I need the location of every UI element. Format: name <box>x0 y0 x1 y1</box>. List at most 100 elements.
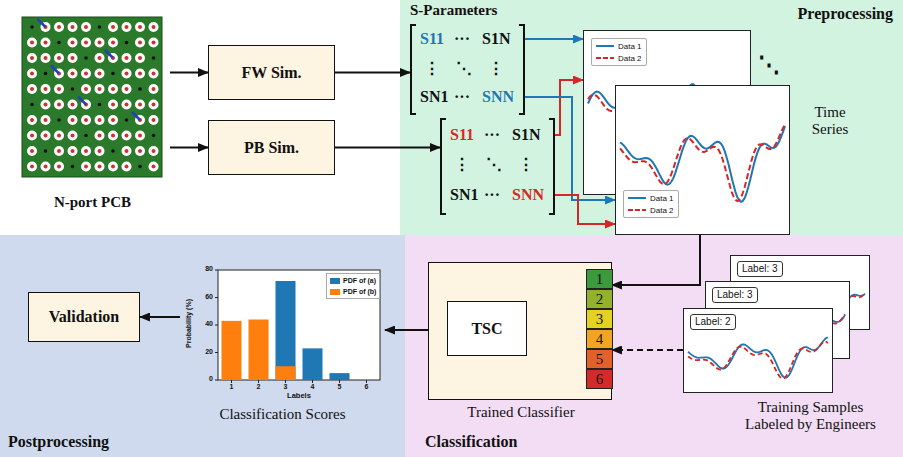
connector <box>612 349 683 351</box>
matrix-entry: ··· <box>484 126 500 144</box>
pad-center <box>152 103 156 107</box>
via-dot <box>84 134 88 138</box>
pad-center <box>98 72 102 76</box>
cell-label: 5 <box>596 350 604 368</box>
tick-label: 2 <box>252 383 266 390</box>
pad <box>68 131 78 141</box>
pad-center <box>152 118 156 122</box>
pad-center <box>30 87 34 91</box>
pad-center <box>152 165 156 169</box>
s-parameter-matrix: S11···S1N⋮⋱⋮SN1···SNN <box>440 118 555 215</box>
pad-center <box>138 149 142 153</box>
connector <box>140 316 180 318</box>
chart-caption: Classification Scores <box>170 406 395 423</box>
pad <box>108 38 118 48</box>
axis-title: Probability (%) <box>185 288 192 360</box>
pad-center <box>84 149 88 153</box>
port-marker <box>78 97 86 105</box>
legend-text: Data 2 <box>618 54 642 63</box>
pad <box>149 115 159 125</box>
matrix-entry: S1N <box>512 126 540 144</box>
pad-center <box>57 56 61 60</box>
chart-legend: PDF of (a)PDF of (b) <box>326 273 380 299</box>
matrix-entry: SNN <box>482 88 514 106</box>
legend-row: Data 2 <box>628 204 674 216</box>
pad-center <box>152 41 156 45</box>
bar <box>276 281 296 380</box>
pad-center <box>84 25 88 29</box>
pad <box>68 38 78 48</box>
via-dot <box>71 165 75 169</box>
pad <box>81 38 91 48</box>
class-label-cell: 1 <box>586 269 613 289</box>
tick-label: 40 <box>194 320 213 327</box>
pad <box>135 146 145 156</box>
pad-center <box>152 87 156 91</box>
annotation: Time Series <box>800 104 860 138</box>
via-dot <box>57 118 61 122</box>
pad <box>68 22 78 32</box>
pad-center <box>30 41 34 45</box>
pad <box>27 84 37 94</box>
pad-center <box>44 118 48 122</box>
pad-center <box>125 149 129 153</box>
pad <box>149 84 159 94</box>
pad <box>135 131 145 141</box>
pad-center <box>98 134 102 138</box>
cell-label: 6 <box>596 370 604 388</box>
pad-center <box>44 87 48 91</box>
matrix-bracket <box>519 24 525 115</box>
waveform <box>688 342 828 379</box>
pad <box>68 100 78 110</box>
legend-line <box>628 197 646 199</box>
bar <box>249 320 269 381</box>
tick-label: 1 <box>225 383 239 390</box>
via-dot <box>152 56 156 60</box>
pad-center <box>30 134 34 138</box>
pad <box>108 131 118 141</box>
pad-center <box>98 149 102 153</box>
pad-center <box>71 118 75 122</box>
process-box: PB Sim. <box>208 120 335 175</box>
matrix-entry: ⋮ <box>454 155 470 174</box>
connector <box>170 147 208 149</box>
legend-row: Data 2 <box>596 52 642 64</box>
pad <box>95 146 105 156</box>
connector <box>335 72 410 74</box>
pad-center <box>57 149 61 153</box>
tick-label: 6 <box>360 383 374 390</box>
tick <box>285 380 286 383</box>
connector <box>527 299 586 329</box>
pad-center <box>57 25 61 29</box>
pad <box>54 53 64 63</box>
box-label: PB Sim. <box>244 139 299 157</box>
connector <box>170 72 208 74</box>
process-box: Validation <box>28 292 140 342</box>
legend-text: Data 1 <box>650 194 674 203</box>
pad <box>122 131 132 141</box>
s-parameter-matrix: S-ParametersS11···S1N⋮⋱⋮SN1···SNN <box>410 2 525 115</box>
pad <box>81 146 91 156</box>
pad-center <box>138 56 142 60</box>
pad <box>81 162 91 172</box>
label-tag-text: Label: 2 <box>695 315 731 329</box>
pad-center <box>138 134 142 138</box>
pad-center <box>57 134 61 138</box>
via-dot <box>30 103 34 107</box>
pad <box>108 115 118 125</box>
pad <box>68 53 78 63</box>
pad <box>54 22 64 32</box>
pad-center <box>71 149 75 153</box>
box-label: TSC <box>471 320 502 338</box>
connector <box>335 147 440 149</box>
class-label-cell: 2 <box>586 289 613 309</box>
via-dot <box>125 118 129 122</box>
pad-center <box>84 165 88 169</box>
label-tag-text: Label: 3 <box>717 288 753 302</box>
connector <box>612 235 700 285</box>
pad-center <box>152 25 156 29</box>
legend-line-sample <box>628 207 646 213</box>
pad-center <box>98 87 102 91</box>
pad-center <box>98 165 102 169</box>
pad <box>122 22 132 32</box>
